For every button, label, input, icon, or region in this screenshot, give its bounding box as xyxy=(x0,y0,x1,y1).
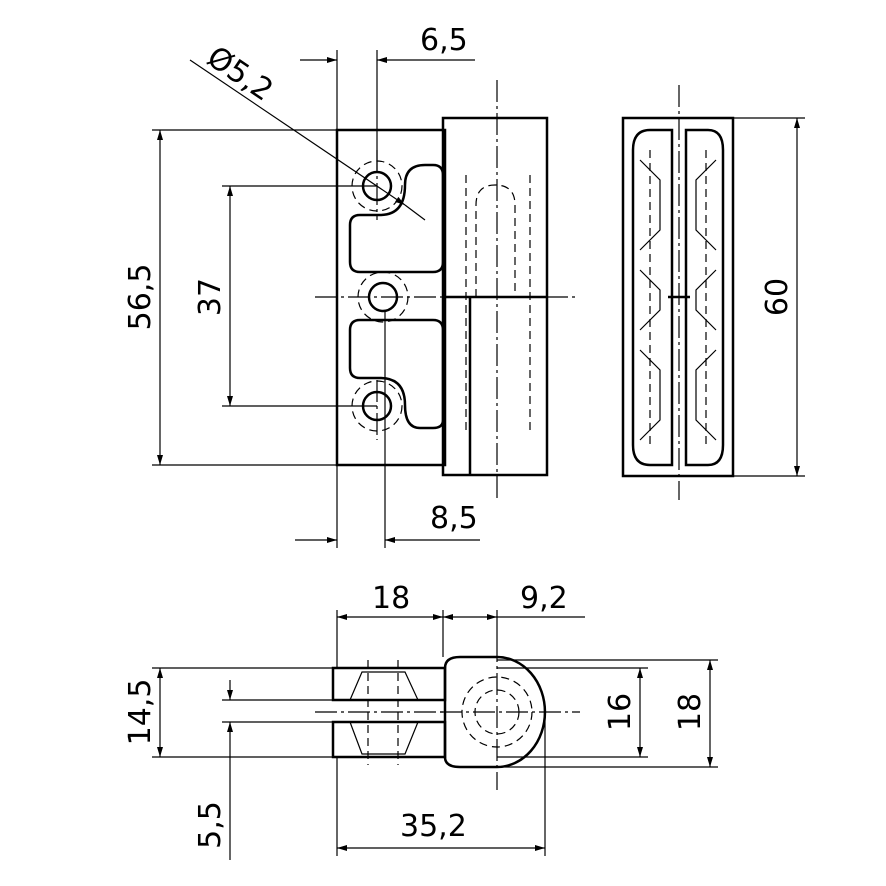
dim-overall-height: 60 xyxy=(760,278,795,316)
dim-knuckle-outer: 18 xyxy=(673,693,708,731)
dim-plate-height: 56,5 xyxy=(123,264,158,331)
dim-knuckle-offset: 9,2 xyxy=(520,581,568,616)
front-view xyxy=(315,80,575,500)
dim-hole-offset-top: 6,5 xyxy=(420,23,468,58)
dim-plate-length: 18 xyxy=(372,581,410,616)
side-view xyxy=(621,85,735,500)
dim-overall-width: 35,2 xyxy=(400,809,467,844)
dim-hole-offset-bottom: 8,5 xyxy=(430,501,478,536)
dim-thickness: 14,5 xyxy=(123,679,158,746)
dim-gap: 5,5 xyxy=(193,801,228,849)
dim-hole-spacing: 37 xyxy=(193,278,228,316)
dim-knuckle-inner: 16 xyxy=(603,693,638,731)
dim-hole-diameter: Ø5,2 xyxy=(201,40,280,109)
